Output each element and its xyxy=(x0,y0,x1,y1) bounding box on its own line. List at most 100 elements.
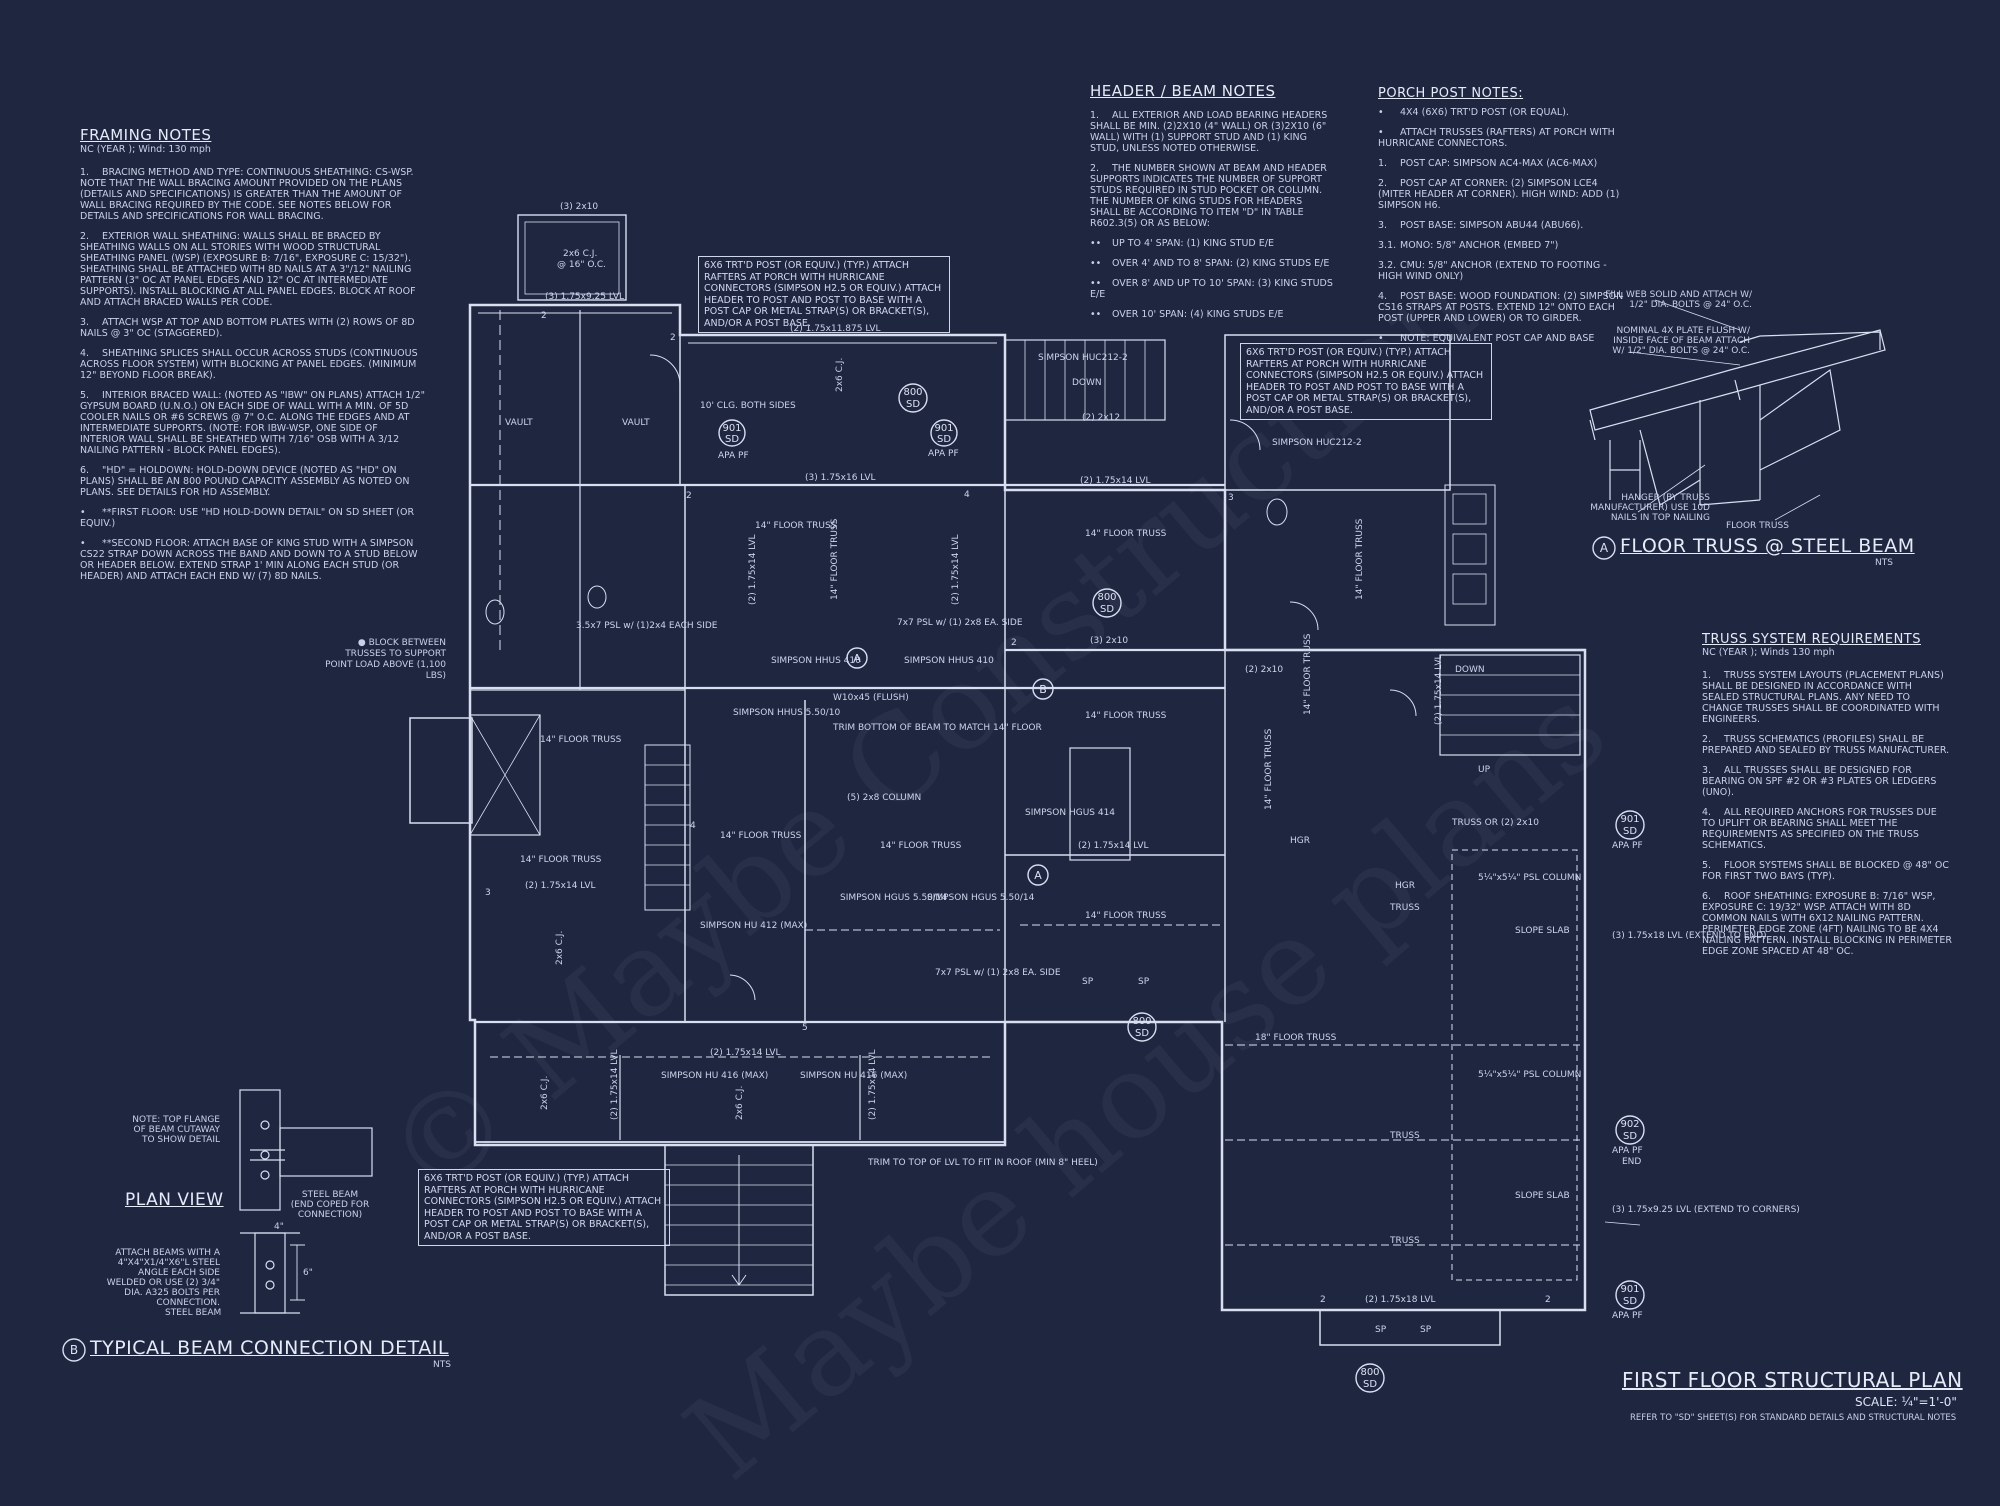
front-stairs xyxy=(664,1144,814,1296)
detail-b-title: TYPICAL BEAM CONNECTION DETAIL xyxy=(90,1337,449,1359)
truss-label: TRUSS xyxy=(1389,1131,1420,1141)
end-label: END xyxy=(1622,1157,1641,1167)
lvl-label: (2) 1.75x14 LVL xyxy=(610,1050,620,1120)
stair-arrow xyxy=(731,1155,747,1286)
porch-bottom xyxy=(474,1021,1006,1143)
rear-stair-treads xyxy=(1024,340,1146,420)
truss-system-notes: TRUSS SYSTEM REQUIREMENTS NC (YEAR ); Wi… xyxy=(1702,632,1952,966)
note-number: 5. xyxy=(80,390,90,401)
lvl-label: (2) 1.75x14 LVL xyxy=(1080,476,1150,486)
framing-notes: FRAMING NOTES NC (YEAR ); Wind: 130 mph … xyxy=(80,126,425,591)
tag-901-text: 901 xyxy=(722,423,741,434)
trim-label: TRIM TO TOP OF LVL TO FIT IN ROOF (MIN 8… xyxy=(867,1158,1098,1168)
note-text: CMU: 5/8" ANCHOR (EXTEND TO FOOTING - HI… xyxy=(1378,260,1607,282)
bay-window-wall xyxy=(517,214,627,301)
note-number: •• xyxy=(1090,258,1102,269)
porch-notes-item: 4.POST BASE: WOOD FOUNDATION: (2) SIMPSO… xyxy=(1378,291,1628,324)
lvl-label: (2) 1.75x14 LVL xyxy=(1078,841,1148,851)
porch-notes-title: PORCH POST NOTES: xyxy=(1378,86,1524,101)
note-number: • xyxy=(1378,333,1384,344)
lvl-label: (2) 1.75x18 LVL xyxy=(1365,1295,1435,1305)
cj-label: 2x6 C.J. xyxy=(835,358,845,392)
apa-label: APA PF xyxy=(1612,1146,1643,1156)
sheet-title: FIRST FLOOR STRUCTURAL PLAN xyxy=(1622,1368,1963,1392)
note-number: • xyxy=(1378,107,1384,118)
porch-post-callout-bottom: 6x6 TRT'D POST (OR EQUIV.) (TYP.) ATTACH… xyxy=(418,1169,670,1246)
header-beam-notes: HEADER / BEAM NOTES 1.ALL EXTERIOR AND L… xyxy=(1090,82,1335,329)
note-text: INTERIOR BRACED WALL: (NOTED AS "IBW" ON… xyxy=(80,390,425,456)
truss-notes-item: 2.TRUSS SCHEMATICS (PROFILES) SHALL BE P… xyxy=(1702,734,1952,756)
left-bay xyxy=(409,717,473,824)
beam-label: (2) 2x10 xyxy=(1245,665,1283,675)
tag-b-text: B xyxy=(1039,683,1047,696)
note-text: MONO: 5/8" ANCHOR (EMBED 7") xyxy=(1400,240,1559,251)
tag-sd-text: SD xyxy=(1100,604,1114,615)
stud-count: 4 xyxy=(964,490,970,500)
tag-sd-text: SD xyxy=(1623,1296,1637,1307)
plan-view-label: PLAN VIEW xyxy=(125,1190,224,1210)
bay-window-inner xyxy=(524,221,620,295)
stud-count: 4 xyxy=(690,821,696,831)
tag-902-text: 902 xyxy=(1620,1119,1639,1130)
framing-notes-item: 3.ATTACH WSP AT TOP AND BOTTOM PLATES WI… xyxy=(80,317,425,339)
note-number: 5. xyxy=(1702,860,1712,871)
detail-a-scale: NTS xyxy=(1875,558,1893,568)
stud-count: 3 xyxy=(1228,493,1234,503)
porch-post-notes: PORCH POST NOTES: • 4X4 (6x6) TRT'D POST … xyxy=(1378,86,1628,364)
hanger-label: SIMPSON HU 416 (MAX) xyxy=(661,1071,768,1081)
tag-901-a xyxy=(930,419,958,447)
hgr-label: HGR xyxy=(1395,881,1415,891)
stair-label: UP xyxy=(1478,765,1491,775)
note-text: TRUSS SYSTEM LAYOUTS (PLACEMENT PLANS) S… xyxy=(1702,670,1944,725)
side-stair-treads xyxy=(1440,674,1580,736)
note-text: POST CAP AT CORNER: (2) SIMPSON LCE4 (MI… xyxy=(1378,178,1620,211)
psl-post-label: 7x7 PSL w/ (1) 2x8 EA. SIDE xyxy=(897,618,1023,628)
note-number: 3. xyxy=(80,317,90,328)
tag-sd-text: SD xyxy=(937,434,951,445)
header-notes-list: 1.ALL EXTERIOR AND LOAD BEARING HEADERS … xyxy=(1090,110,1335,320)
tag-a-1 xyxy=(846,647,868,669)
hanger-label: SIMPSON HHUS 410 xyxy=(904,656,994,666)
framing-notes-title: FRAMING NOTES xyxy=(80,126,212,144)
truss-label: 18" FLOOR TRUSS xyxy=(1255,1033,1337,1043)
note-text: ALL TRUSSES SHALL BE DESIGNED FOR BEARIN… xyxy=(1702,765,1937,798)
truss-label: 14" FLOOR TRUSS xyxy=(1264,728,1274,810)
note-text: OVER 8' AND UP TO 10' SPAN: (3) KING STU… xyxy=(1090,278,1333,300)
note-number: 2. xyxy=(1702,734,1712,745)
note-number: • xyxy=(80,538,86,549)
note-text: FLOOR SYSTEMS SHALL BE BLOCKED @ 48" OC … xyxy=(1702,860,1949,882)
porch-notes-item: 3.1.MONO: 5/8" ANCHOR (EMBED 7") xyxy=(1378,240,1628,251)
tag-sd-text: SD xyxy=(1363,1379,1377,1390)
note-text: "HD" = HOLDOWN: HOLD-DOWN DEVICE (NOTED … xyxy=(80,465,410,498)
truss-notes-item: 3.ALL TRUSSES SHALL BE DESIGNED FOR BEAR… xyxy=(1702,765,1952,798)
lvl-label: (2) 1.75x14 LVL xyxy=(710,1048,780,1058)
cj-label: 2x6 C.J. xyxy=(735,1086,745,1120)
steel-beam-label: W10x45 (FLUSH) xyxy=(833,693,909,703)
apa-label: APA PF xyxy=(928,449,959,459)
apa-label: APA PF xyxy=(718,451,749,461)
stair-label: DOWN xyxy=(1072,378,1102,388)
hanger-label: SIMPSON HGUS 5.50/14 xyxy=(840,893,948,903)
psl-label: 5¼"x5¼" PSL COLUMN xyxy=(1478,1070,1581,1080)
header-notes-item: ••UP TO 4' SPAN: (1) KING STUD E/E xyxy=(1090,238,1335,249)
truss-label: 14" FLOOR TRUSS xyxy=(1303,633,1313,715)
detail-b-note-label: NOTE: TOP FLANGE OF BEAM CUTAWAY TO SHOW… xyxy=(132,1115,220,1145)
note-number: •• xyxy=(1090,238,1102,249)
interior-stairs xyxy=(644,744,691,911)
porch-notes-item: 1.POST CAP: SIMPSON AC4-MAX (AC6-MAX) xyxy=(1378,158,1628,169)
tag-901-text: 901 xyxy=(1620,1284,1639,1295)
framing-notes-item: 2.EXTERIOR WALL SHEATHING: WALLS SHALL B… xyxy=(80,231,425,308)
truss-label: 14" FLOOR TRUSS xyxy=(1085,529,1167,539)
lvl-label: (2) 1.75x14 LVL xyxy=(951,535,961,605)
slab-label: SLOPE SLAB xyxy=(1515,1191,1570,1201)
detail-a-tag-text: A xyxy=(1600,541,1609,555)
detail-a-title: FLOOR TRUSS @ STEEL BEAM xyxy=(1620,535,1915,557)
note-text: 4X4 (6x6) TRT'D POST (OR EQUAL). xyxy=(1400,107,1569,118)
note-number: 3.2. xyxy=(1378,260,1397,271)
plan-text: (3) 2x10 2x6 C.J. @ 16" O.C. (3) 1.75x9.… xyxy=(485,202,1800,1335)
note-number: 1. xyxy=(80,167,90,178)
stud-count: 2 xyxy=(1545,1295,1551,1305)
detail-a-floor-truss-label: FLOOR TRUSS xyxy=(1726,521,1789,531)
stud-count: 2 xyxy=(1011,638,1017,648)
